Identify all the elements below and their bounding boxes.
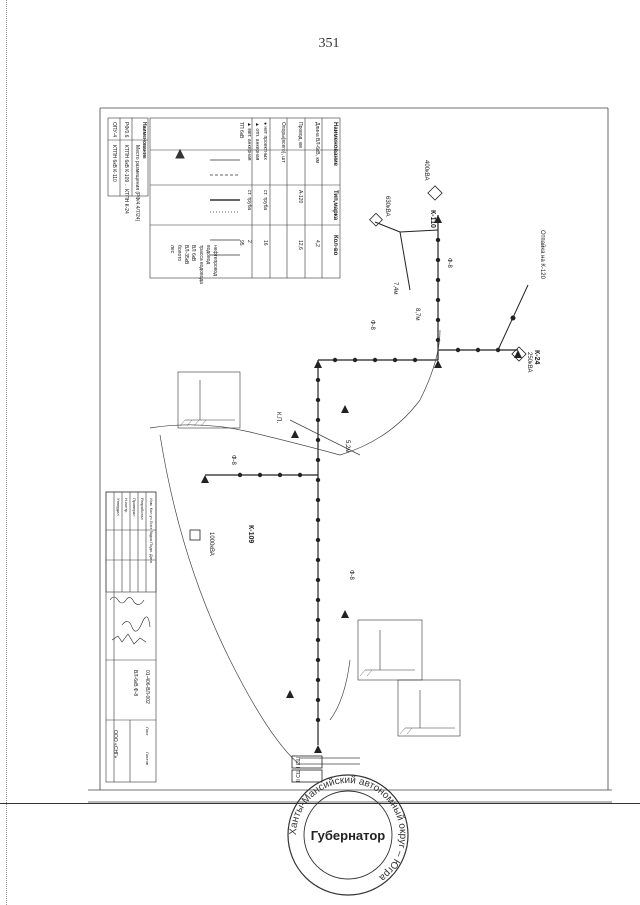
branch-line-k110 [374,221,439,291]
legend-symbol-label: ВЛ 6кВ [190,245,196,262]
legend-symbols [175,148,240,256]
label-busbar-2: II СШ [296,769,302,782]
legend-symbol-label: трасса водовода [198,245,204,284]
legend-row-name: ▲ мет. анкерная [246,122,252,161]
title-block [105,491,157,783]
legend-row-name: ТП 6кВ [238,122,244,139]
label-630kva: 630кВА [384,196,390,217]
title-block-company: ООО «СНГ» [112,730,118,759]
legend-row-qty: 95 [238,240,244,246]
label-length-52: 5,2м [344,440,350,453]
label-feeder-upper: Ф-8 [446,258,452,268]
substation-k109 [189,529,201,541]
notes-row-code: РФ/0.6 [123,122,129,138]
legend-symbol-label: ВЛ-35кВ [183,245,189,265]
line-poles [237,237,501,723]
legend-symbol-label: лес [169,245,175,254]
substation-busbars [291,755,323,783]
branch-line-k120 [497,284,529,351]
legend-row-name: Опоры(всего), шт [280,122,286,163]
binding-margin [6,0,9,905]
label-k109: К-109 [247,525,254,544]
notes-table [107,117,149,197]
label-length-74: 7,4м [392,282,398,295]
legend-row-name: ● нет проектных [262,122,268,160]
label-250kva: 250кВА [526,352,532,373]
notes-subtitle: Место размещения (РФ/4.4/7/24) [134,145,140,222]
label-k110: К-110 [429,210,436,228]
label-k24: К-24 [533,350,540,365]
legend-row-name: Длина ВЛ-6кВ, км [314,122,320,163]
notes-title: Наименование [141,122,147,159]
title-block-row: Н.контр. [124,498,129,514]
pipeline-lines [149,329,441,766]
feeder-line-main [205,215,518,745]
legend-symbol-label: нефтепровод [212,245,218,277]
detail-box-2 [357,619,423,681]
title-block-doc-code: 01-406-ВЛ-002 [144,670,150,704]
legend-row-qty: 12,6 [297,240,303,250]
substation-k110 [369,185,443,227]
label-length-87: 8,7м [414,308,420,321]
title-block-row: Проверил [132,498,137,517]
legend-row-type: А-120 [297,190,303,204]
label-feeder-left: Ф-8 [230,455,236,465]
drawing-frame [88,107,612,803]
label-kp: К.П. [275,412,281,424]
notes-row-text: КТПН 6кВ К-110 [111,145,117,182]
legend-header-qty: Кол-во [332,235,338,256]
detail-box-1 [177,371,241,429]
legend-row-qty: 2 [246,240,252,243]
detail-hatching [179,419,413,735]
page-number: 351 [318,36,340,51]
title-block-project: ВЛ-6кВ Ф-8 [132,670,138,697]
legend-row-type: ст. труба [246,190,252,211]
official-seal: Ханты-Мансийский автономный округ – Югра… [287,774,409,896]
legend-row-qty: 16 [262,240,268,246]
legend-row-qty: 4,2 [314,240,320,247]
label-400kva: 400кВА [423,160,429,181]
label-busbar-1: I СШ [296,757,302,768]
detail-box-3 [397,679,461,737]
seal-center-title: Губернатор [311,828,386,843]
title-block-row: Утвердил [116,498,121,516]
title-block-sheets-label: Листов [145,752,150,765]
legend-table [149,117,341,279]
substation-k24 [511,346,527,362]
legend-row-type: ст. труба [262,190,268,211]
page-bottom-rule [0,803,640,804]
anchor-supports [201,215,522,753]
label-1000kva: 1000кВА [208,532,214,556]
legend-row-name: Провод, км [297,122,303,148]
title-block-sheet-label: Лист [145,727,150,736]
label-feeder-lower: Ф-8 [348,570,354,580]
title-block-row: Разработал [140,498,145,520]
legend-row-name: ▲ отп. анкерная [254,122,260,161]
notes-row-text: КТПН 6кВ К-109 ... КТПН К-24 [123,145,129,214]
label-branch-k120: Отпайка на К-120 [539,230,545,279]
title-block-row: Изм. Кол.уч Лист №док Подп. Дата [149,498,154,563]
legend-symbol-label: болото [176,245,182,262]
legend-header-name: Наименование [332,122,338,167]
label-feeder-middle: Ф-8 [369,320,375,330]
signature-scribbles [109,596,151,645]
notes-row-code: ОПУ-4 [111,122,117,138]
legend-symbol-label: водовод [205,245,211,265]
legend-header-type: Тип,марка [332,190,338,221]
